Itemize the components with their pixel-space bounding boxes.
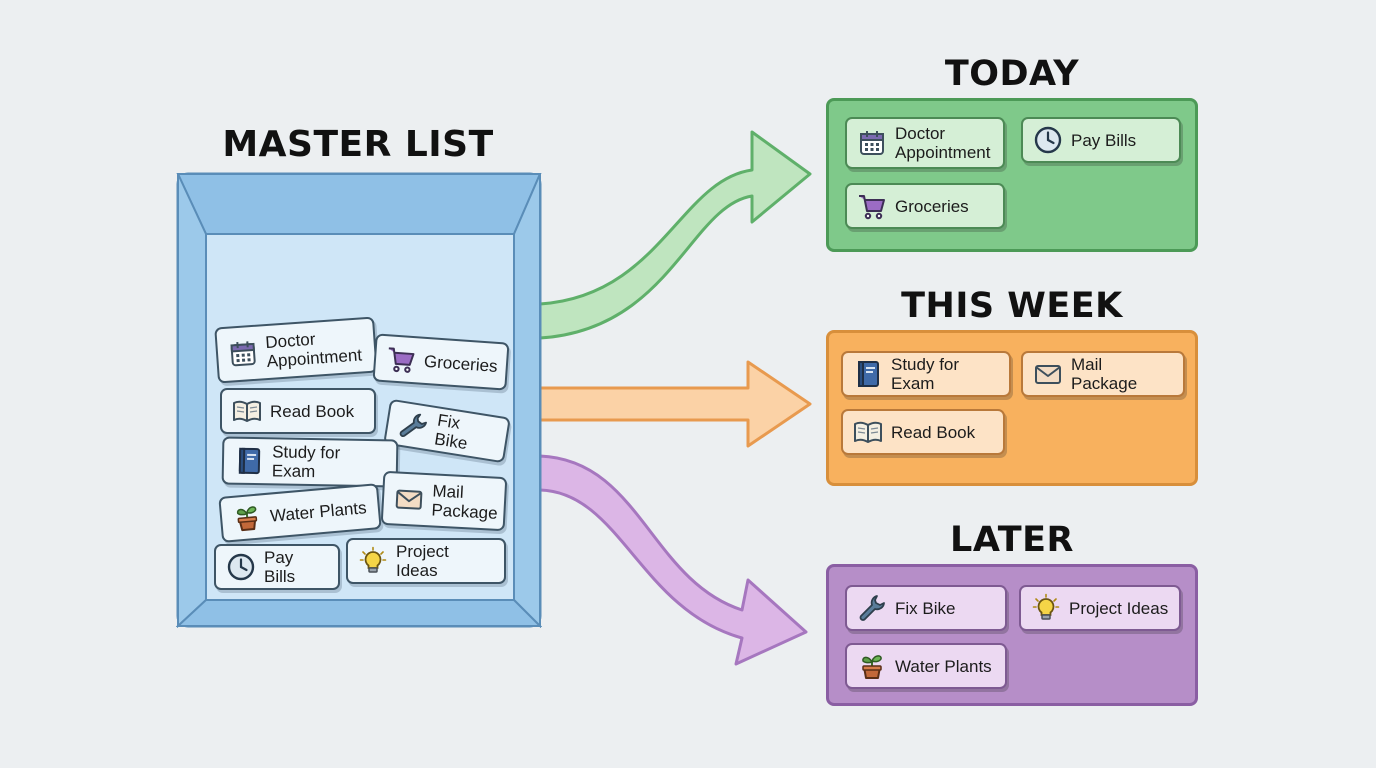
master-card-project-ideas-label: Project Ideas (396, 542, 449, 580)
master-card-fix-bike[interactable]: Fix Bike (383, 398, 511, 464)
week-card-mail-package-label: Mail Package (1071, 355, 1138, 393)
potted-plant-icon (857, 651, 887, 681)
master-card-pay-bills[interactable]: Pay Bills (214, 544, 340, 590)
wrench-icon (396, 409, 430, 443)
week-card-read-book[interactable]: Read Book (841, 409, 1005, 455)
arrow-to-today (538, 130, 812, 340)
clock-icon (1033, 125, 1063, 155)
master-card-fix-bike-label: Fix Bike (433, 410, 469, 454)
calendar-icon (227, 338, 259, 370)
textbook-icon (234, 446, 265, 477)
master-list-title: MASTER LIST (222, 124, 494, 165)
today-card-doctor-appointment-label: Doctor Appointment (895, 124, 991, 162)
this-week-title: THIS WEEK (901, 286, 1123, 326)
later-card-water-plants-label: Water Plants (895, 656, 992, 676)
later-card-water-plants[interactable]: Water Plants (845, 643, 1007, 689)
potted-plant-icon (231, 501, 264, 534)
calendar-icon (857, 128, 887, 158)
today-card-groceries-label: Groceries (895, 196, 969, 216)
lightbulb-icon (358, 546, 388, 576)
master-card-groceries[interactable]: Groceries (372, 333, 510, 391)
master-card-doctor-appointment-label: Doctor Appointment (264, 329, 363, 372)
master-card-pay-bills-label: Pay Bills (264, 548, 296, 586)
week-card-study-for-exam[interactable]: Study for Exam (841, 351, 1011, 397)
open-book-icon (232, 396, 262, 426)
master-card-doctor-appointment[interactable]: Doctor Appointment (214, 316, 378, 384)
envelope-icon (1033, 359, 1063, 389)
shopping-cart-icon (857, 191, 887, 221)
clock-icon (226, 552, 256, 582)
open-book-icon (853, 417, 883, 447)
master-card-water-plants[interactable]: Water Plants (218, 483, 382, 543)
envelope-icon (393, 483, 425, 515)
arrow-to-later (538, 454, 808, 666)
master-card-mail-package-label: Mail Package (431, 481, 499, 523)
week-card-read-book-label: Read Book (891, 422, 976, 442)
master-card-study-for-exam[interactable]: Study for Exam (221, 436, 399, 488)
later-card-fix-bike-label: Fix Bike (895, 598, 956, 618)
week-card-study-for-exam-label: Study for Exam (891, 355, 960, 393)
today-card-pay-bills[interactable]: Pay Bills (1021, 117, 1181, 163)
shopping-cart-icon (385, 343, 417, 375)
later-card-project-ideas-label: Project Ideas (1069, 598, 1169, 618)
master-card-read-book-label: Read Book (270, 401, 355, 421)
week-card-mail-package[interactable]: Mail Package (1021, 351, 1185, 397)
later-card-project-ideas[interactable]: Project Ideas (1019, 585, 1181, 631)
textbook-icon (853, 359, 883, 389)
master-card-study-for-exam-label: Study for Exam (271, 442, 341, 482)
later-title: LATER (950, 520, 1074, 560)
arrow-to-this-week (538, 360, 812, 448)
master-card-read-book[interactable]: Read Book (220, 388, 376, 434)
today-card-pay-bills-label: Pay Bills (1071, 130, 1137, 150)
lightbulb-icon (1031, 593, 1061, 623)
master-card-project-ideas[interactable]: Project Ideas (346, 538, 506, 584)
wrench-icon (857, 593, 887, 623)
master-card-water-plants-label: Water Plants (269, 497, 368, 526)
master-card-mail-package[interactable]: Mail Package (380, 470, 508, 532)
master-card-groceries-label: Groceries (423, 351, 499, 376)
today-card-doctor-appointment[interactable]: Doctor Appointment (845, 117, 1005, 169)
today-card-groceries[interactable]: Groceries (845, 183, 1005, 229)
later-card-fix-bike[interactable]: Fix Bike (845, 585, 1007, 631)
today-title: TODAY (944, 54, 1080, 94)
